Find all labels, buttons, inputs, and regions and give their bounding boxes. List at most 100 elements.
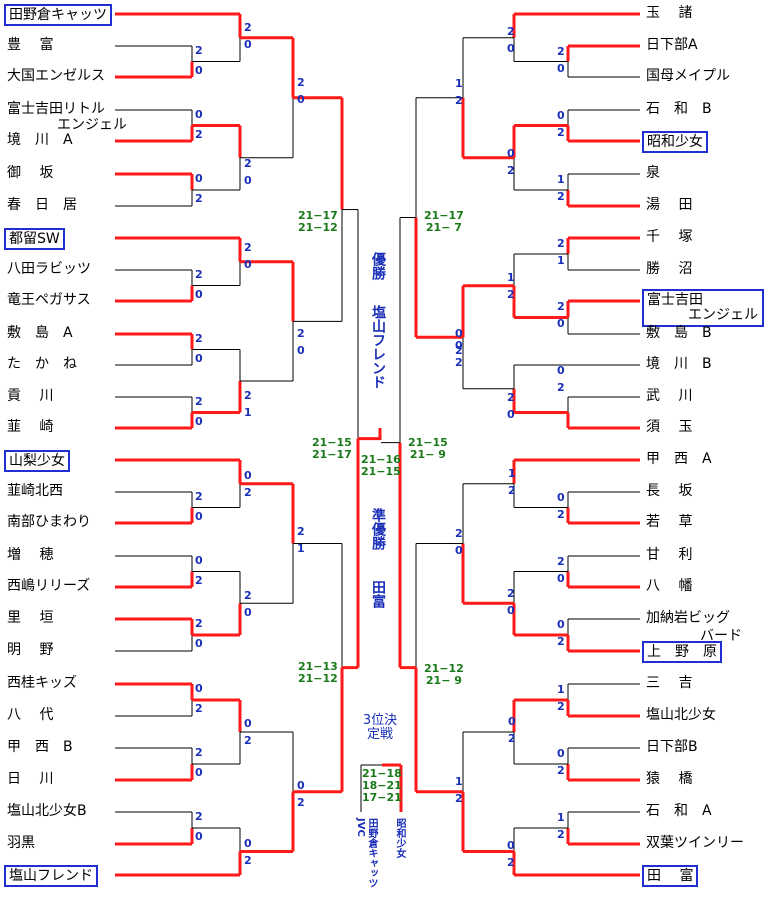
left-team-27: 塩山フレンド (4, 865, 98, 887)
right-r1-score-top-8: 0 (557, 618, 565, 631)
right-team-24: 猿 橋 (646, 771, 693, 787)
left-team-23: 甲 西 B (7, 739, 73, 755)
right-r2-score-top-3: 2 (507, 391, 515, 404)
left-r1-score-bottom-3: 0 (195, 287, 203, 301)
left-r2-score-top-4: 0 (244, 469, 252, 482)
right-r2-score-bottom-4: 0 (507, 604, 515, 617)
right-r3-score-top-3: 0 (455, 339, 463, 352)
left-team-26: 羽黒 (7, 835, 35, 851)
left-r1-score-bottom-11: 0 (195, 830, 203, 843)
right-team-14: 甲 西 A (646, 451, 712, 467)
right-r2-score-bottom-6: 2 (455, 344, 463, 357)
left-r2-score-top-2: 2 (244, 241, 252, 254)
right-r1-score-bottom-4: 0 (557, 317, 565, 330)
right-team-9-line2: エンジェル (688, 307, 758, 323)
game-score-championship: 21−16 21−15 (361, 453, 401, 478)
left-team-3: 富士吉田リトル (7, 101, 105, 117)
left-team-16: 南部ひまわり (7, 514, 91, 530)
left-team-1: 豊 富 (7, 37, 54, 53)
left-team-19: 里 垣 (7, 610, 54, 626)
third-place-left-team: 田野倉キャッツJVC (355, 818, 377, 888)
left-r2-score-top-0: 2 (244, 21, 252, 34)
right-r3-score-top-2: 1 (455, 775, 463, 788)
left-r1-score-top-2: 0 (195, 172, 203, 185)
left-team-6: 春 日 居 (7, 197, 77, 213)
right-team-21: 三 吉 (646, 675, 693, 691)
right-r2-score-top-2: 1 (507, 271, 515, 284)
right-team-10: 敷 島 B (646, 325, 712, 341)
right-r1-score-top-13: 0 (508, 715, 516, 728)
left-r2-score-top-1: 2 (244, 157, 252, 170)
left-team-0: 田野倉キャッツ (4, 4, 112, 26)
left-r1-score-bottom-10: 0 (195, 766, 203, 779)
right-r1-score-bottom-6: 2 (557, 508, 565, 521)
left-team-3-line2: エンジェル (57, 117, 127, 133)
right-r3-score-bottom-0: 2 (455, 94, 463, 107)
right-r1-score-top-5: 0 (557, 364, 565, 377)
left-r1-score-top-4: 2 (195, 331, 203, 345)
champion-label: 優勝 (370, 252, 386, 280)
right-r2-score-bottom-0: 0 (507, 42, 515, 55)
right-team-16: 若 草 (646, 514, 693, 530)
left-r2-score-bottom-1: 0 (244, 174, 252, 187)
left-team-22: 八 代 (7, 707, 54, 723)
third-place-label: 3位決定戦 (362, 713, 398, 742)
right-team-25: 石 和 A (646, 803, 712, 819)
left-r3-score-top-2: 2 (297, 525, 305, 538)
left-r1-score-bottom-1: 2 (195, 127, 203, 141)
right-team-19: 加納岩ビッグ (646, 610, 730, 626)
right-r1-score-top-11: 1 (557, 811, 565, 824)
right-team-0: 玉 諸 (646, 5, 693, 21)
left-r1-score-top-6: 2 (195, 489, 203, 503)
left-team-10: 敷 島 A (7, 325, 73, 341)
left-r2-score-top-3: 2 (244, 389, 252, 402)
right-r1-score-bottom-9: 2 (557, 700, 565, 713)
right-r1-score-top-3: 2 (557, 237, 565, 250)
right-r1-score-bottom-3: 1 (557, 254, 565, 267)
left-r2-score-bottom-3: 1 (244, 406, 252, 419)
right-team-23: 日下部B (646, 739, 698, 755)
left-r2-score-top-6: 0 (244, 717, 252, 730)
right-team-8: 勝 沼 (646, 261, 693, 277)
left-r1-score-bottom-9: 2 (195, 702, 203, 715)
right-r3-score-bottom-2: 2 (455, 792, 463, 805)
left-r1-score-bottom-4: 0 (195, 351, 203, 365)
right-r1-score-bottom-10: 2 (557, 764, 565, 777)
left-r1-score-bottom-0: 0 (195, 63, 203, 77)
right-team-20: 上 野 原 (642, 641, 722, 663)
left-team-11: た か ね (7, 356, 77, 372)
left-team-17: 増 穂 (7, 547, 54, 563)
left-team-20: 明 野 (7, 642, 54, 658)
right-r1-score-bottom-0: 0 (557, 62, 565, 75)
left-r1-score-top-10: 2 (195, 746, 203, 759)
right-r3-score-bottom-3: 2 (455, 356, 463, 369)
left-team-8: 八田ラビッツ (7, 261, 91, 277)
left-r3-score-top-3: 0 (297, 779, 305, 792)
right-team-15: 長 坂 (646, 483, 693, 499)
left-team-24: 日 川 (7, 771, 54, 787)
left-r3-score-bottom-2: 1 (297, 542, 305, 555)
right-r1-score-top-7: 2 (557, 555, 565, 568)
left-team-9: 竜王ペガサス (7, 292, 91, 308)
right-r1-score-top-4: 2 (557, 300, 565, 313)
right-r1-score-bottom-2: 2 (557, 190, 565, 203)
right-team-11: 境 川 B (646, 356, 712, 372)
left-team-14: 山梨少女 (4, 450, 70, 472)
left-team-13: 韮 崎 (7, 419, 54, 435)
right-r1-score-bottom-5: 2 (557, 381, 565, 394)
right-r3-score-top-1: 2 (455, 527, 463, 540)
left-r3-score-bottom-3: 2 (297, 796, 305, 809)
left-team-2: 大国エンゼルス (7, 68, 105, 84)
game-score-right-final: 21−15 21− 9 (408, 436, 448, 461)
left-r2-score-bottom-2: 0 (244, 258, 252, 271)
right-team-18: 八 幡 (646, 578, 693, 594)
left-r3-score-bottom-4: 2 (244, 854, 252, 867)
left-team-21: 西桂キッズ (7, 675, 77, 691)
left-r1-score-top-9: 0 (195, 682, 203, 695)
left-r2-score-bottom-4: 2 (244, 486, 252, 499)
game-score-right-upper-semi: 21−17 21− 7 (424, 209, 464, 234)
right-r2-score-bottom-1: 2 (507, 164, 515, 177)
right-team-1: 日下部A (646, 37, 698, 53)
right-team-3: 石 和 B (646, 101, 712, 117)
